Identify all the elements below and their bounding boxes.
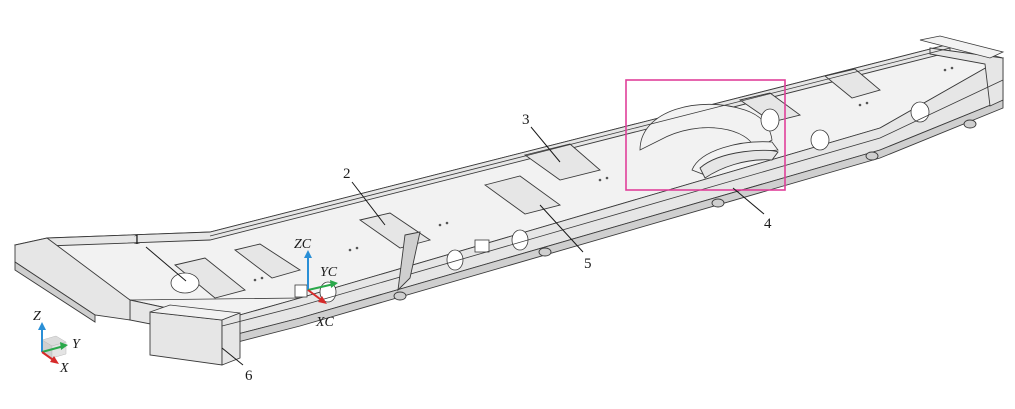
- callout-6: 6: [245, 368, 253, 384]
- z-label: Z: [33, 309, 41, 324]
- callout-3: 3: [522, 112, 530, 128]
- local-axis-triad: ZC YC XC: [294, 237, 338, 330]
- yc-label: YC: [320, 265, 338, 280]
- leader-3: [530, 126, 561, 163]
- callout-labels: 1 2 3 4 5 6: [133, 112, 772, 384]
- leader-6: [221, 347, 244, 366]
- leader-1: [145, 246, 187, 282]
- underframe-body: [13, 35, 1005, 366]
- leader-4: [732, 187, 765, 215]
- global-axis-triad: Z Y X: [33, 309, 82, 376]
- callout-1: 1: [133, 232, 141, 248]
- yc-axis-arrow: [307, 283, 335, 291]
- leader-lines: [145, 126, 765, 366]
- zc-label: ZC: [294, 237, 312, 252]
- leader-2: [351, 181, 386, 226]
- y-label: Y: [72, 337, 82, 352]
- y-axis-arrow: [41, 345, 65, 353]
- leader-5: [539, 204, 584, 253]
- callout-2: 2: [343, 166, 351, 182]
- xc-label: XC: [315, 315, 335, 330]
- callout-5: 5: [584, 256, 592, 272]
- highlight-box: [625, 79, 786, 191]
- callout-4: 4: [764, 216, 772, 232]
- x-label: X: [59, 361, 69, 376]
